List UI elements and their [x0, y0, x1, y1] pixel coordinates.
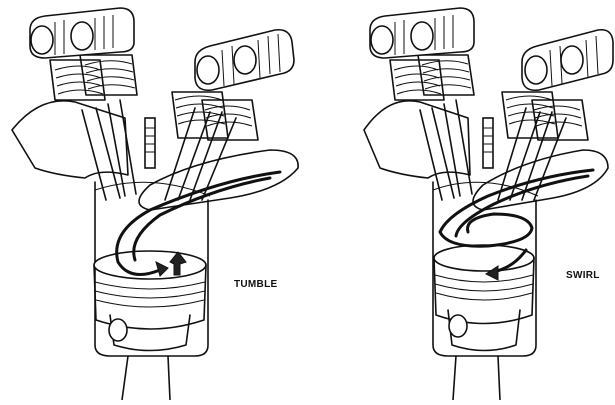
- swirl-engine-drawing: [308, 0, 615, 400]
- inlet-valves: [50, 55, 137, 200]
- connecting-rod: [453, 356, 500, 400]
- tumble-caption: TUMBLE: [234, 279, 277, 290]
- piston: [434, 245, 534, 351]
- inlet-port: [12, 101, 128, 178]
- swirl-caption: SWIRL: [566, 270, 600, 281]
- exhaust-cam-followers: [195, 30, 294, 91]
- inlet-valves: [390, 55, 474, 200]
- connecting-rod: [122, 356, 170, 400]
- spark-plug: [145, 118, 155, 168]
- exhaust-cam-followers: [522, 30, 613, 91]
- inlet-cam-followers: [370, 8, 474, 58]
- tumble-engine-drawing: [0, 0, 307, 400]
- tumble-illustration: TUMBLE: [0, 0, 307, 400]
- spark-plug: [483, 118, 493, 168]
- inlet-cam-followers: [30, 8, 134, 58]
- exhaust-port: [139, 150, 298, 210]
- exhaust-valves: [498, 92, 588, 200]
- swirl-illustration: SWIRL: [308, 0, 615, 400]
- piston: [94, 251, 206, 351]
